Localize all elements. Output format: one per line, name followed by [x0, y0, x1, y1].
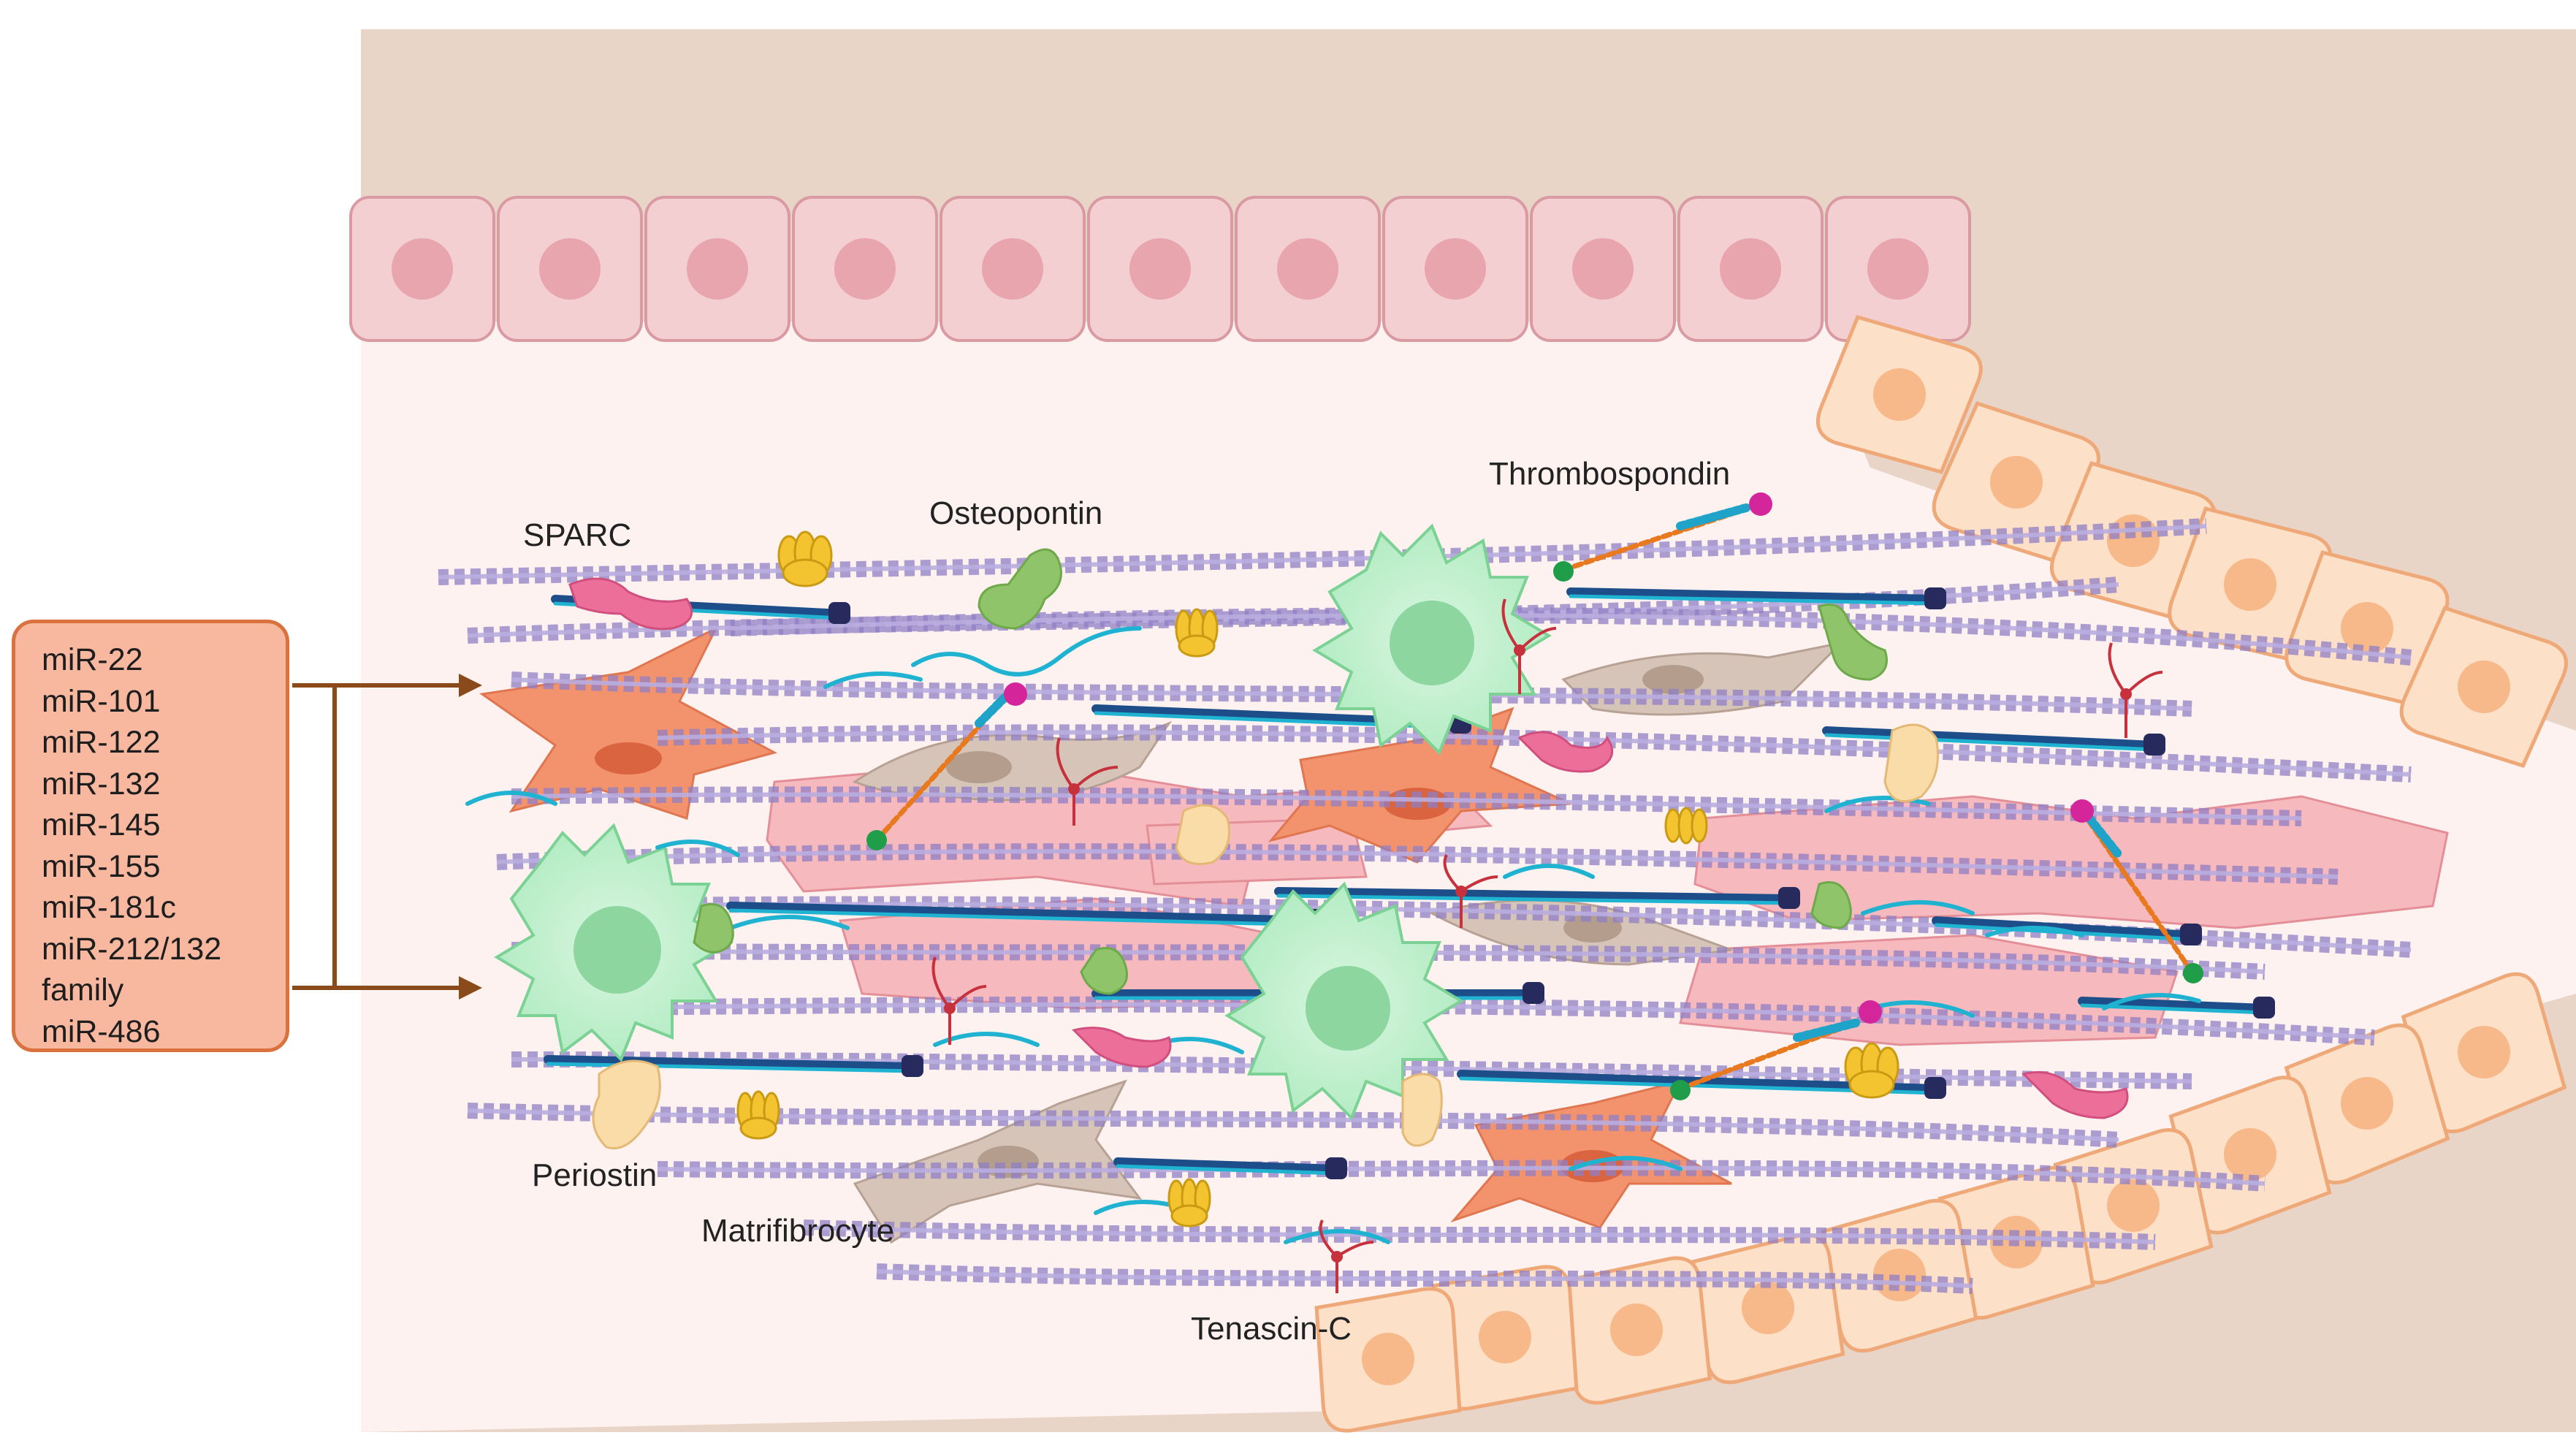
crosslink-node	[1325, 1157, 1347, 1179]
periostin-proteins	[592, 723, 1939, 1150]
label-tenascin-c: Tenascin-C	[1191, 1311, 1352, 1347]
collagen-fiber-highlight	[555, 1002, 2375, 1040]
collagen-core-bundle	[1566, 587, 1940, 604]
collagen-fiber-highlight	[511, 792, 2302, 821]
collagen-core-bundle	[726, 902, 1319, 925]
mirna-item: miR-132	[42, 766, 161, 802]
endothelial-nucleus	[982, 238, 1043, 300]
collagen-fiber-highlight	[496, 849, 2339, 879]
collagen-fiber-highlight	[467, 1108, 2119, 1142]
collagen-core-bundle	[544, 1055, 918, 1071]
crosslink-node	[1523, 982, 1544, 1004]
collagen-core-bundle	[1822, 726, 2160, 750]
mirna-item: miR-22	[42, 642, 143, 677]
epithelial-cell	[1314, 1287, 1462, 1433]
interstitium	[361, 321, 2576, 1432]
crosslink-node	[1924, 1077, 1946, 1099]
mirna-item: miR-486	[42, 1013, 161, 1049]
fibronectin-strand	[728, 908, 1317, 927]
mirna-list-box: miR-22 miR-101 miR-122 miR-132 miR-145 miR-15…	[12, 620, 289, 1052]
collagen-core-bundle	[1113, 1157, 1341, 1173]
crosslink-node	[902, 1055, 923, 1077]
macrophage-nuclei	[573, 601, 1474, 1051]
mirna-item: miR-181c	[42, 890, 176, 925]
fibronectin-strand	[1569, 594, 1938, 606]
mirna-item: miR-122	[42, 725, 161, 760]
fibroblast-nuclei	[946, 665, 1704, 1178]
label-matrifibrocyte: Matrifibrocyte	[701, 1213, 895, 1249]
epithelial-cell	[2168, 506, 2333, 663]
fibronectin-strand	[1276, 894, 1792, 905]
mirna-item: miR-101	[42, 683, 161, 719]
crosslink-node	[1924, 587, 1946, 609]
tenascin-c-nodes	[944, 644, 2132, 1263]
label-osteopontin: Osteopontin	[929, 495, 1103, 531]
crosslink-node	[2253, 997, 2275, 1019]
collagen-fiber-highlight	[511, 677, 2192, 711]
endothelial-nucleus	[1572, 238, 1634, 300]
label-sparc: SPARC	[523, 517, 632, 553]
epithelial-cell	[1816, 315, 1983, 474]
mirna-item: miR-155	[42, 848, 161, 884]
epithelial-cell	[1932, 401, 2100, 563]
epithelial-cell	[2168, 1076, 2332, 1235]
arrowheads	[459, 674, 482, 1000]
endothelial-nucleus	[1129, 238, 1191, 300]
fibronectin-strand	[1116, 1164, 1339, 1176]
endothelial-nucleus	[392, 238, 453, 300]
epithelial-cell	[1431, 1265, 1579, 1411]
crosslink-node	[828, 602, 850, 624]
collagen-fiber-highlight	[657, 730, 2412, 777]
fibronectin-strand	[546, 1062, 915, 1073]
collagen-fiber-highlight	[876, 1269, 1973, 1288]
yellow-protein-clusters	[736, 530, 1899, 1227]
mirna-item: miR-145	[42, 807, 161, 842]
thrombospondin-proteins	[866, 492, 2203, 1100]
sparc-proteins	[568, 577, 2129, 1119]
endothelial-nucleus	[1277, 238, 1338, 300]
fibronectin-strand	[1824, 733, 2157, 752]
endothelial-nucleus	[1425, 238, 1486, 300]
collagen-core-bundle	[1274, 887, 1794, 903]
epithelial-cell	[1561, 1256, 1712, 1405]
crosslink-node	[2180, 924, 2202, 945]
mirna-list: miR-22 miR-101 miR-122 miR-132 miR-145 miR-15…	[42, 639, 286, 1052]
label-thrombospondin: Thrombospondin	[1489, 456, 1731, 492]
mirna-arrows	[292, 683, 468, 990]
osteopontin-proteins	[693, 548, 1888, 995]
mirna-item: family	[42, 972, 124, 1008]
label-periostin: Periostin	[532, 1157, 658, 1193]
collagen-fiber-highlight	[803, 1225, 2156, 1244]
endothelial-nucleus	[1720, 238, 1781, 300]
crosslink-node	[1778, 887, 1800, 909]
endothelial-cell-row	[349, 196, 1971, 342]
mirna-item: miR-212/132	[42, 931, 222, 967]
epithelial-cell-rows	[1314, 315, 2568, 1433]
epithelial-cell	[2285, 550, 2450, 707]
endothelial-nucleus	[834, 238, 896, 300]
epithelial-cell	[2399, 606, 2568, 768]
endothelial-nucleus	[1867, 238, 1929, 300]
fibronectin-strands	[465, 626, 2201, 1244]
crosslink-node	[2144, 734, 2165, 755]
collagen-fiber-highlight	[730, 613, 2412, 660]
collagen-fiber-highlight	[657, 1165, 2266, 1186]
endothelial-nucleus	[687, 238, 748, 300]
collagen-core-bundle	[1932, 916, 2196, 940]
endothelial-nucleus	[539, 238, 601, 300]
epithelial-cell	[2284, 1023, 2450, 1185]
